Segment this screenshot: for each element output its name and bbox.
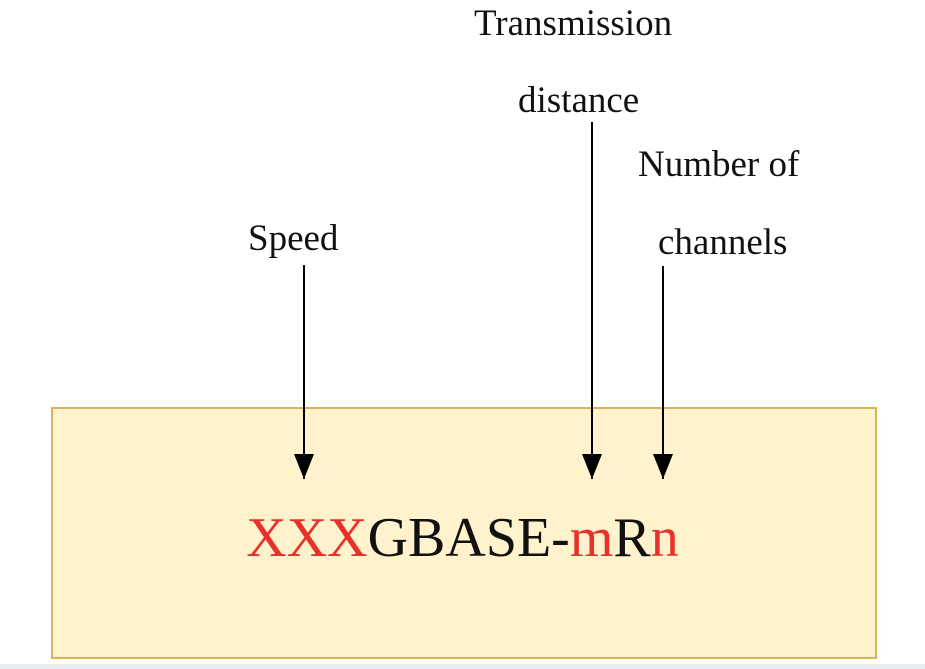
format-fixed-segment: GBASE- xyxy=(367,507,570,569)
format-variable-segment: m xyxy=(569,507,614,569)
arrow-number-of-channels xyxy=(653,266,673,479)
label-channels-line1: Number of xyxy=(638,144,800,185)
naming-format-box xyxy=(51,407,877,659)
label-speed: Speed xyxy=(248,218,339,259)
label-transmission-line2: distance xyxy=(518,80,640,121)
arrow-speed xyxy=(294,265,314,479)
format-variable-segment: n xyxy=(650,507,679,569)
format-variable-segment: XXX xyxy=(246,507,368,569)
format-fixed-segment: R xyxy=(613,507,651,569)
label-transmission-line1: Transmission xyxy=(474,3,673,44)
arrow-transmission-distance xyxy=(582,122,602,479)
bottom-divider xyxy=(0,664,925,669)
label-channels-line2: channels xyxy=(658,222,788,263)
naming-format-string: XXXGBASE-mRn xyxy=(0,510,925,566)
